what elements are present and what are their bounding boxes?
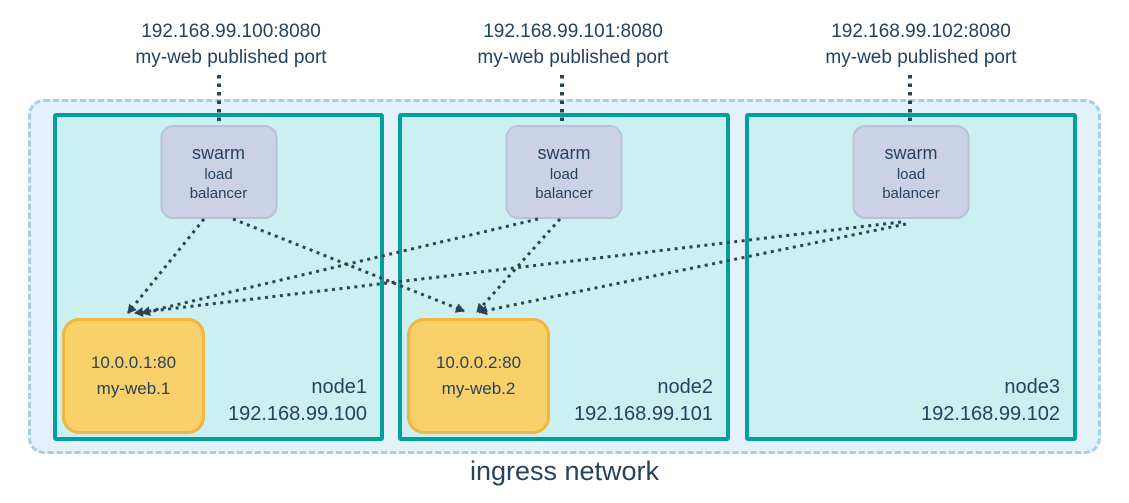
load-balancer-label: balancer	[535, 184, 593, 202]
published-port-address: 192.168.99.101:8080	[483, 21, 663, 42]
load-balancer-label: swarm	[537, 142, 591, 163]
node-label-node3: node3 192.168.99.102	[921, 374, 1060, 428]
published-port-label-3: 192.168.99.102:8080 my-web published por…	[771, 19, 1071, 71]
node-node2: swarm load balancer 10.0.0.2:80 my-web.2…	[398, 113, 730, 441]
task-address: 10.0.0.1:80	[90, 353, 177, 372]
node-ip: 192.168.99.101	[573, 403, 713, 425]
load-balancer-label: swarm	[192, 142, 245, 163]
load-balancer-label: balancer	[882, 184, 940, 202]
published-port-caption: my-web published port	[477, 47, 669, 68]
published-port-label-2: 192.168.99.101:8080 my-web published por…	[423, 19, 723, 71]
node-name: node2	[657, 376, 713, 398]
load-balancer-label: load	[896, 165, 926, 183]
load-balancer-label: load	[204, 165, 233, 183]
published-port-label-1: 192.168.99.100:8080 my-web published por…	[81, 19, 381, 71]
node-label-node2: node2 192.168.99.101	[574, 374, 713, 428]
load-balancer-label: load	[549, 165, 579, 183]
swarm-load-balancer-node2: swarm load balancer	[505, 125, 623, 219]
swarm-load-balancer-node1: swarm load balancer	[160, 125, 277, 219]
published-port-address: 192.168.99.100:8080	[141, 21, 321, 42]
node-label-node1: node1 192.168.99.100	[228, 374, 367, 428]
swarm-load-balancer-node3: swarm load balancer	[852, 125, 970, 219]
published-port-address: 192.168.99.102:8080	[831, 21, 1011, 42]
published-port-caption: my-web published port	[135, 47, 327, 68]
task-my-web-1: 10.0.0.1:80 my-web.1	[62, 318, 205, 434]
load-balancer-label: swarm	[884, 142, 938, 163]
task-my-web-2: 10.0.0.2:80 my-web.2	[407, 318, 550, 434]
node-name: node3	[1004, 376, 1060, 398]
node-node1: swarm load balancer 10.0.0.1:80 my-web.1…	[53, 113, 384, 441]
load-balancer-label: balancer	[189, 184, 248, 202]
published-port-caption: my-web published port	[825, 47, 1017, 68]
node-ip: 192.168.99.100	[227, 403, 367, 425]
task-name: my-web.2	[441, 379, 516, 398]
task-name: my-web.1	[96, 379, 171, 398]
node-name: node1	[311, 376, 367, 398]
diagram-title: ingress network	[469, 456, 660, 486]
node-node3: swarm load balancer node3 192.168.99.102	[745, 113, 1077, 441]
node-ip: 192.168.99.102	[920, 403, 1060, 425]
task-address: 10.0.0.2:80	[435, 353, 522, 372]
